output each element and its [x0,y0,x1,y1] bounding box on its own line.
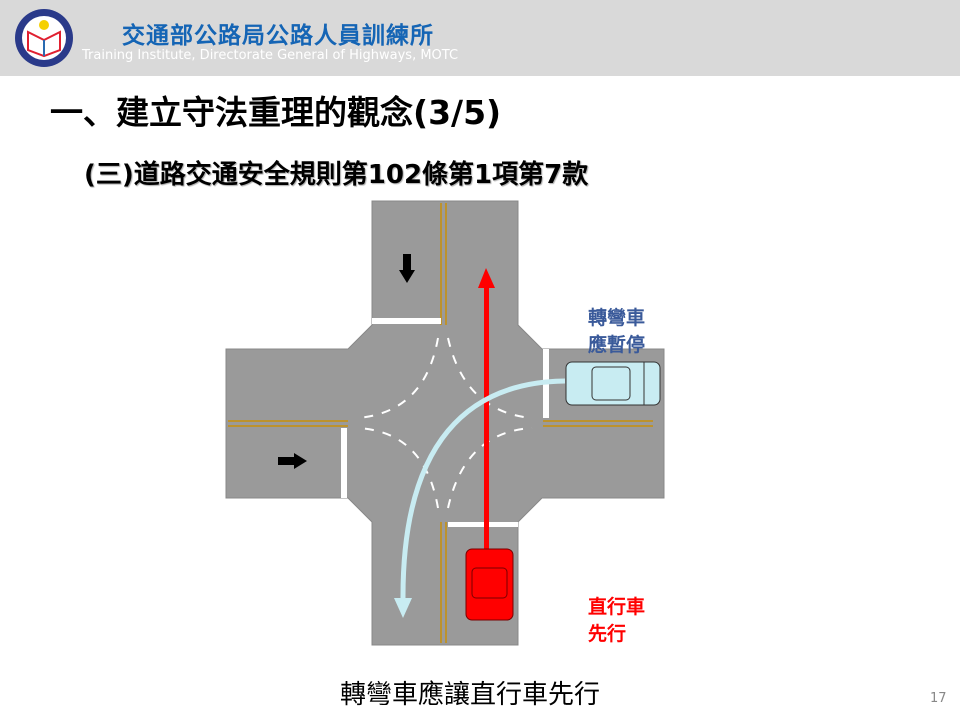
slide-subtitle: (三)道路交通安全規則第102條第1項第7款 [84,160,589,190]
turning-label-line2: 應暫停 [588,334,646,356]
straight-path-arrow [478,268,495,551]
institute-logo-icon [15,9,73,67]
page-number: 17 [930,691,947,706]
diagram-caption: 轉彎車應讓直行車先行 [339,680,600,710]
slide-title: 一、建立守法重理的觀念(3/5) [50,93,502,132]
straight-label-line2: 先行 [588,623,627,645]
guide-lines [357,337,533,509]
arrow-down-icon [399,254,415,283]
org-name-english: Training Institute, Directorate General … [82,48,459,63]
straight-car-label: 直行車 先行 [588,594,645,648]
straight-car [465,548,514,621]
center-lines [228,203,653,643]
turning-path-arrow [394,378,566,618]
straight-label-line1: 直行車 [588,596,646,618]
turning-car-label: 轉彎車 應暫停 [588,305,645,359]
arrow-right-icon [278,453,307,469]
turning-car [565,361,661,406]
header-bar: 交通部公路局公路人員訓練所 Training Institute, Direct… [0,0,960,76]
org-name: 交通部公路局公路人員訓練所 [122,23,434,49]
road [225,200,665,646]
turning-label-line1: 轉彎車 [588,307,646,329]
